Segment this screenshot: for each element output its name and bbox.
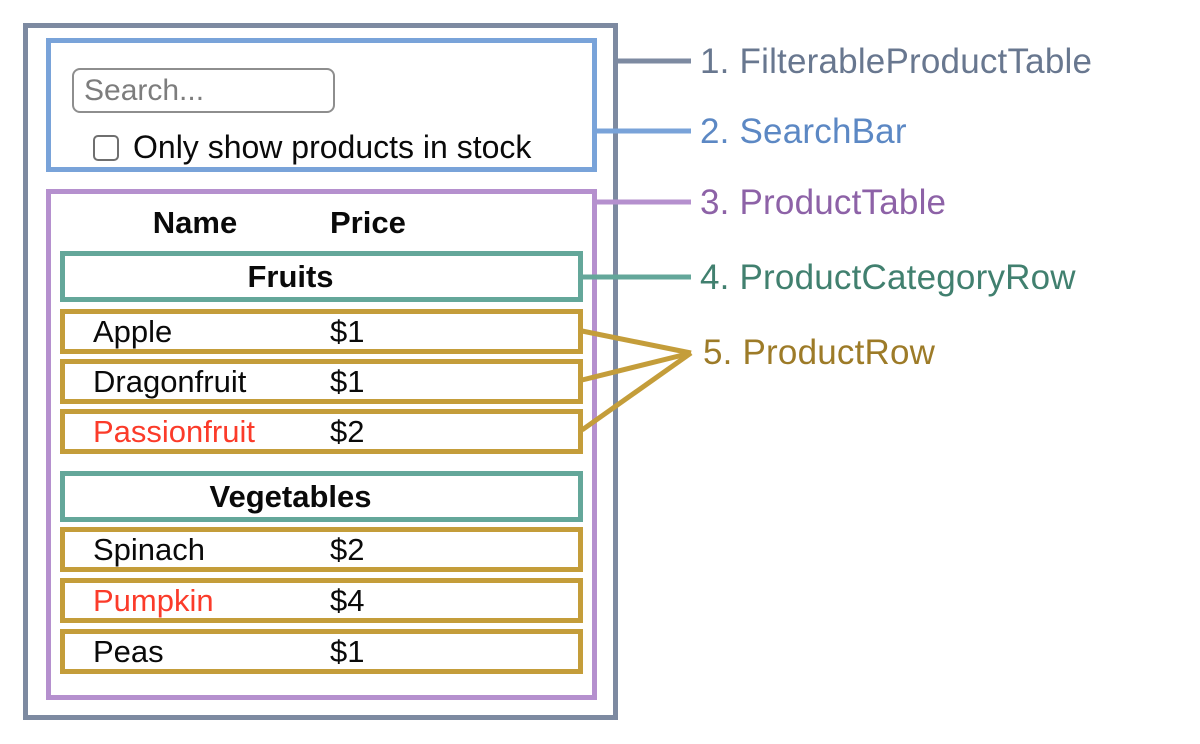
category-label: Vegetables [209,478,372,514]
product-price: $1 [330,364,365,399]
legend-filterable-product-table: 1. FilterableProductTable [700,42,1093,81]
column-header-price: Price [330,205,406,240]
in-stock-checkbox[interactable] [93,134,119,161]
product-row-peas: Peas $1 [60,629,583,674]
product-row-dragonfruit: Dragonfruit $1 [60,359,583,404]
product-name: Spinach [93,532,206,567]
product-name: Dragonfruit [93,364,247,399]
search-input[interactable] [72,68,335,113]
product-row-pumpkin: Pumpkin $4 [60,578,583,623]
product-price: $1 [330,634,365,669]
product-name: Peas [93,634,164,669]
product-name-out-of-stock: Pumpkin [93,583,214,618]
product-price: $2 [330,532,365,567]
column-header-name: Name [152,205,238,240]
product-category-row-vegetables: Vegetables [60,471,583,522]
legend-search-bar: 2. SearchBar [700,112,907,151]
product-price: $1 [330,314,365,349]
product-name: Apple [93,314,173,349]
legend-product-category-row: 4. ProductCategoryRow [700,258,1076,297]
search-bar-box: Only show products in stock [46,38,597,172]
product-price: $2 [330,414,365,449]
category-label: Fruits [247,258,334,294]
product-name-out-of-stock: Passionfruit [93,414,255,449]
product-category-row-fruits: Fruits [60,251,583,302]
legend-product-table: 3. ProductTable [700,183,947,222]
product-row-spinach: Spinach $2 [60,527,583,572]
product-row-apple: Apple $1 [60,309,583,354]
product-table-box: Name Price Fruits Apple $1 Dragonfruit $… [46,189,597,700]
filterable-product-table-box: Only show products in stock Name Price F… [23,23,618,720]
product-row-passionfruit: Passionfruit $2 [60,409,583,454]
product-price: $4 [330,583,365,618]
in-stock-filter-row[interactable]: Only show products in stock [93,129,531,166]
legend-product-row: 5. ProductRow [703,333,936,372]
in-stock-checkbox-label: Only show products in stock [133,129,532,165]
